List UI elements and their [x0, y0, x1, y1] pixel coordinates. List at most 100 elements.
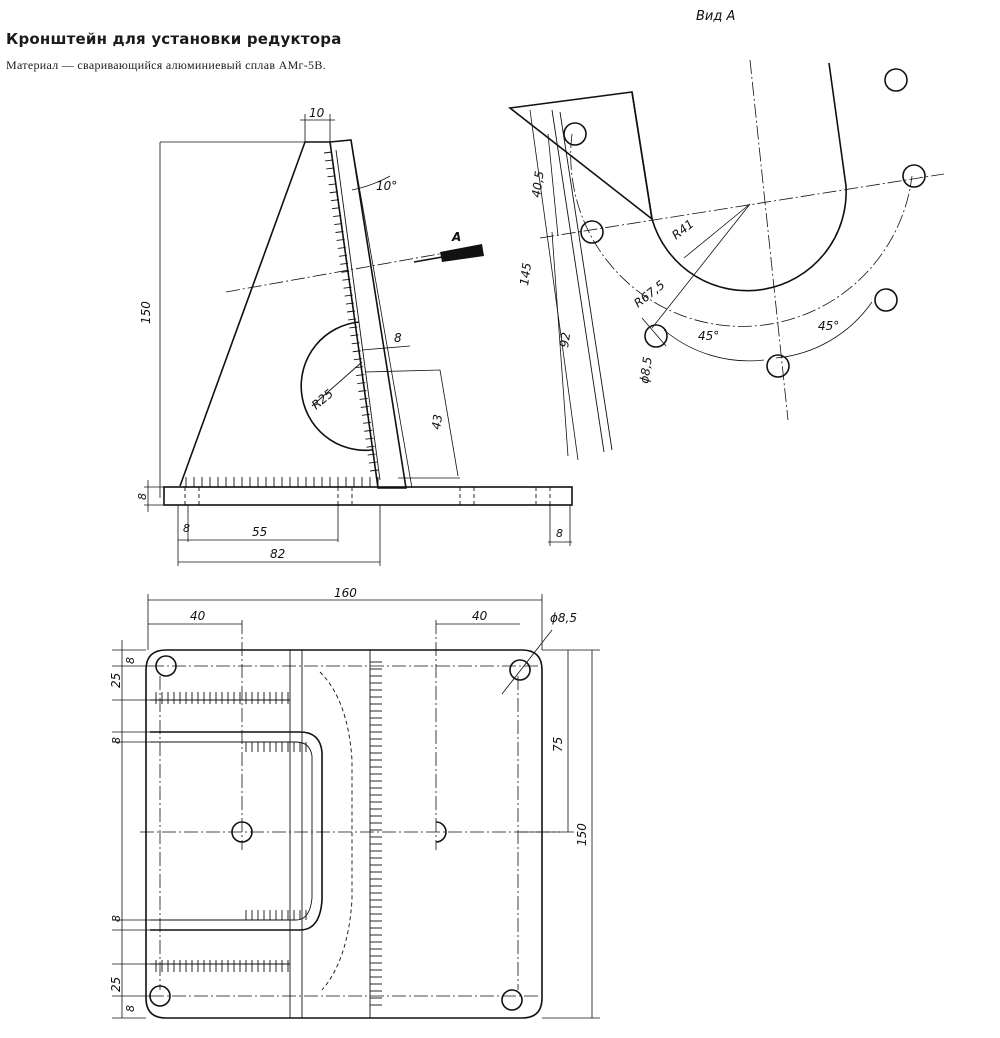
weld-tick	[349, 326, 358, 329]
weld-tick	[333, 215, 342, 218]
view-a-inner-edge-2	[559, 111, 613, 451]
r25-leader	[311, 361, 363, 407]
dim-bot-25: 25	[109, 977, 123, 992]
weld-ticks-base	[185, 477, 379, 487]
dim-angle-45-right: 45°	[818, 319, 839, 333]
bolt-hole	[563, 122, 587, 146]
dim-r25: R25	[309, 386, 336, 412]
bolt-hole	[509, 659, 531, 681]
dim-top-25: 25	[109, 673, 123, 688]
weld-tick	[342, 278, 351, 281]
weld-tick	[361, 413, 371, 416]
weld-tick	[335, 231, 344, 233]
view-a-slot	[631, 62, 847, 292]
drawing-title: Кронштейн для установки редуктора	[6, 30, 342, 48]
weld-tick	[341, 270, 350, 273]
weld-tick	[331, 207, 341, 210]
dim-right-thk: 8	[556, 527, 563, 540]
dim-mid-8a: 8	[110, 737, 123, 744]
dim-r41: R41	[669, 217, 696, 243]
weld-tick	[365, 437, 374, 440]
dim-offset-8: 8	[183, 522, 190, 535]
dim-angle-45-left: 45°	[698, 329, 719, 343]
dim-hole-a: ϕ8,5	[637, 356, 655, 385]
base-hidden-lines	[184, 487, 551, 505]
dim-hole-plan: ϕ8,5	[550, 611, 577, 625]
weld-tick	[356, 374, 365, 377]
dim-base-thk: 8	[136, 493, 149, 500]
dim-92: 92	[557, 331, 573, 348]
material-note: Материал — сваривающийся алюминиевый спл…	[6, 58, 326, 72]
weld-tick	[360, 405, 369, 408]
dim-width-160: 160	[334, 586, 357, 600]
plan-holes	[149, 655, 531, 1011]
weld-tick	[359, 398, 368, 400]
weld-tick	[350, 334, 359, 337]
weld-tick	[325, 159, 334, 162]
semicircle-r25	[300, 321, 373, 452]
dim-angle: 10°	[376, 179, 397, 193]
dim-h-75: 75	[551, 737, 565, 752]
dim-top-width: 10	[309, 106, 325, 120]
weld-tick	[367, 453, 376, 456]
weld-tick	[340, 262, 349, 265]
half-hole	[435, 821, 447, 843]
weld-tick	[348, 318, 357, 321]
weld-tick	[328, 183, 337, 186]
view-a-label: Вид А	[696, 9, 735, 24]
dim-top-8: 8	[124, 657, 137, 664]
weld-tick	[345, 302, 354, 305]
dim-height-150: 150	[139, 301, 153, 324]
weld-tick	[352, 350, 361, 353]
side-view: R25 А 10 10° 150	[136, 106, 573, 566]
dim-mid-8b: 8	[110, 915, 123, 922]
dim-right-40: 40	[472, 609, 488, 623]
weld-tick	[334, 223, 343, 225]
bolt-circle	[570, 133, 913, 327]
dim-left-40: 40	[190, 609, 206, 623]
plan-rib[interactable]	[150, 731, 323, 931]
weld-tick	[327, 175, 336, 178]
weld-tick	[323, 151, 333, 154]
view-a: R41 R67,5 45° 45° ϕ8,5 40,5 145 92	[508, 59, 945, 461]
weld-tick	[336, 239, 345, 241]
dim-depth-43: 43	[429, 413, 445, 430]
bolt-hole	[580, 220, 604, 244]
weld-tick	[364, 429, 373, 432]
weld-tick	[329, 191, 338, 194]
dim-plate-thk: 8	[394, 331, 402, 345]
dim-h-150: 150	[575, 823, 589, 846]
bolt-hole	[155, 655, 177, 677]
dim-len-82: 82	[270, 547, 285, 561]
bolt-hole	[884, 68, 908, 92]
weld-tick	[344, 294, 353, 297]
plan-view: 160 40 40 ϕ8,5 8 25 8 8 25 8 75 150	[109, 586, 600, 1019]
view-a-centerline-h	[539, 173, 945, 239]
dim-bot-8: 8	[124, 1005, 137, 1012]
weld-tick	[366, 445, 375, 448]
view-a-holes	[563, 68, 926, 378]
weld-tick	[343, 286, 352, 289]
arrow-a-label: А	[451, 230, 461, 244]
bolt-hole	[644, 324, 668, 348]
weld-tick	[353, 358, 362, 361]
weld-tick	[326, 167, 335, 170]
bolt-hole	[231, 821, 253, 843]
weld-tick	[338, 254, 348, 257]
view-a-inner-edge-1	[551, 109, 605, 453]
weld-tick	[330, 199, 339, 202]
bolt-hole	[501, 989, 523, 1011]
inclined-plate	[329, 139, 407, 489]
arrow-a-head[interactable]	[440, 244, 484, 262]
weld-tick	[368, 461, 377, 464]
weld-tick	[358, 390, 367, 392]
bolt-hole	[874, 288, 898, 312]
centerline-inclined	[225, 251, 451, 293]
weld-tick	[351, 342, 360, 345]
plate-inner-edge	[335, 149, 381, 481]
base-plate	[163, 486, 573, 506]
bolt-hole	[902, 164, 926, 188]
bolt-hole	[766, 354, 790, 378]
view-a-centerline-v	[749, 59, 789, 421]
